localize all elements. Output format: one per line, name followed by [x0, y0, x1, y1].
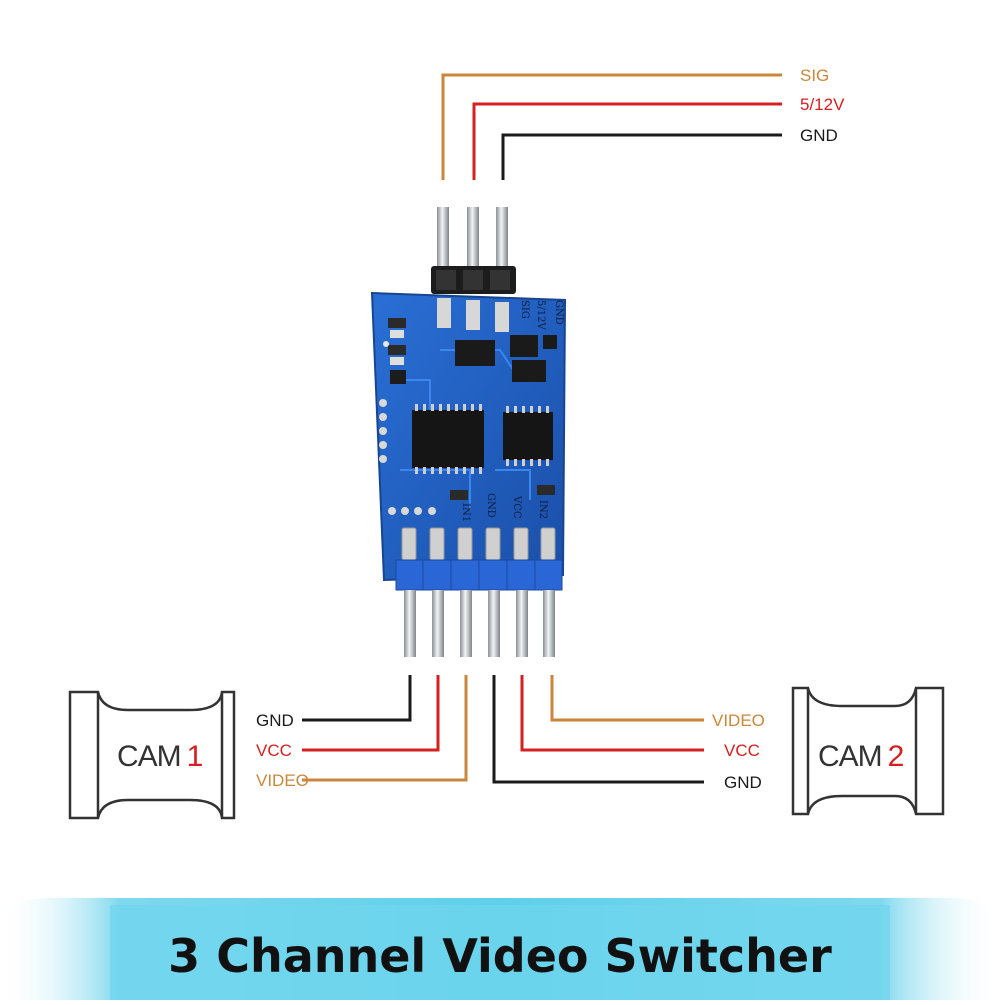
cam1-wires: GND VCC VIDEO — [256, 675, 468, 790]
gnd-wire — [501, 133, 782, 180]
regulator-chip — [455, 340, 495, 366]
pad — [466, 300, 480, 330]
cam2-wires: VIDEO VCC GND — [492, 675, 765, 792]
cam1-video-label: VIDEO — [256, 771, 309, 790]
power-label: 5/12V — [800, 95, 845, 114]
gnd-label: GND — [800, 126, 838, 145]
bottom-pin — [460, 590, 472, 657]
pcb-label-vcc: VCC — [511, 495, 522, 519]
bottom-header — [395, 559, 563, 657]
top-header — [431, 207, 516, 294]
power-wire — [472, 102, 782, 180]
pcb-label-gnd: GND — [553, 300, 564, 325]
top-pin — [467, 207, 479, 269]
cam2-video-label: VIDEO — [712, 711, 765, 730]
bottom-pin — [543, 590, 555, 657]
cam2-vcc-wire — [520, 675, 704, 752]
cam1-gnd-wire — [302, 675, 412, 722]
pad — [495, 302, 509, 332]
cam1-vcc-label: VCC — [256, 741, 292, 760]
video-switch-ic — [412, 410, 484, 468]
cam2-video-wire — [550, 675, 704, 722]
top-wires: SIG 5/12V GND — [441, 66, 845, 180]
pcb-label-in1: IN1 — [460, 503, 471, 522]
cam1-vcc-wire — [302, 675, 440, 752]
cam1-gnd-label: GND — [256, 711, 294, 730]
top-pin — [437, 207, 449, 269]
cam2-gnd-wire — [492, 675, 704, 784]
pcb-label-gnd2: GND — [485, 493, 496, 518]
pcb-label-in2: IN2 — [537, 500, 548, 519]
bottom-pin — [432, 590, 444, 657]
cam2-gnd-label: GND — [724, 773, 762, 792]
bottom-pin — [404, 590, 416, 657]
sig-wire — [441, 73, 782, 180]
top-pin — [496, 207, 508, 269]
banner-title: 3 Channel Video Switcher — [168, 929, 832, 983]
bottom-pin — [516, 590, 528, 657]
cam2-vcc-label: VCC — [724, 741, 760, 760]
pcb-board: GND 5/12V SIG — [370, 291, 567, 582]
pcb-label-sig: SIG — [519, 300, 530, 319]
pad — [437, 298, 451, 328]
pcb-label-power: 5/12V — [535, 300, 546, 330]
controller-ic — [503, 412, 553, 460]
sig-label: SIG — [800, 66, 829, 85]
title-banner: 3 Channel Video Switcher — [0, 897, 1000, 1000]
cam1-video-wire — [302, 675, 468, 782]
bottom-pin — [488, 590, 500, 657]
resistor — [388, 318, 406, 328]
